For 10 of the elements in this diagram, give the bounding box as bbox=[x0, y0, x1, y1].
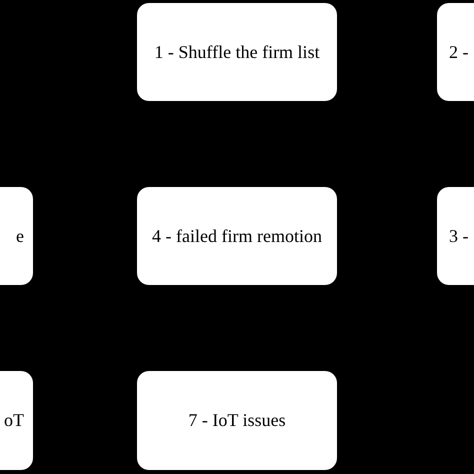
step-label: 1 - Shuffle the firm list bbox=[154, 40, 320, 64]
step-label: oT bbox=[4, 409, 24, 432]
step-label: 3 - bbox=[449, 224, 468, 248]
process-box bbox=[137, 371, 337, 470]
step-label: 7 - IoT issues bbox=[188, 409, 286, 432]
process-box bbox=[137, 3, 337, 101]
step-label: 4 - failed firm remotion bbox=[152, 224, 322, 248]
step-label: 2 - bbox=[449, 40, 468, 64]
process-box bbox=[137, 187, 337, 285]
step-label: e bbox=[16, 224, 24, 248]
